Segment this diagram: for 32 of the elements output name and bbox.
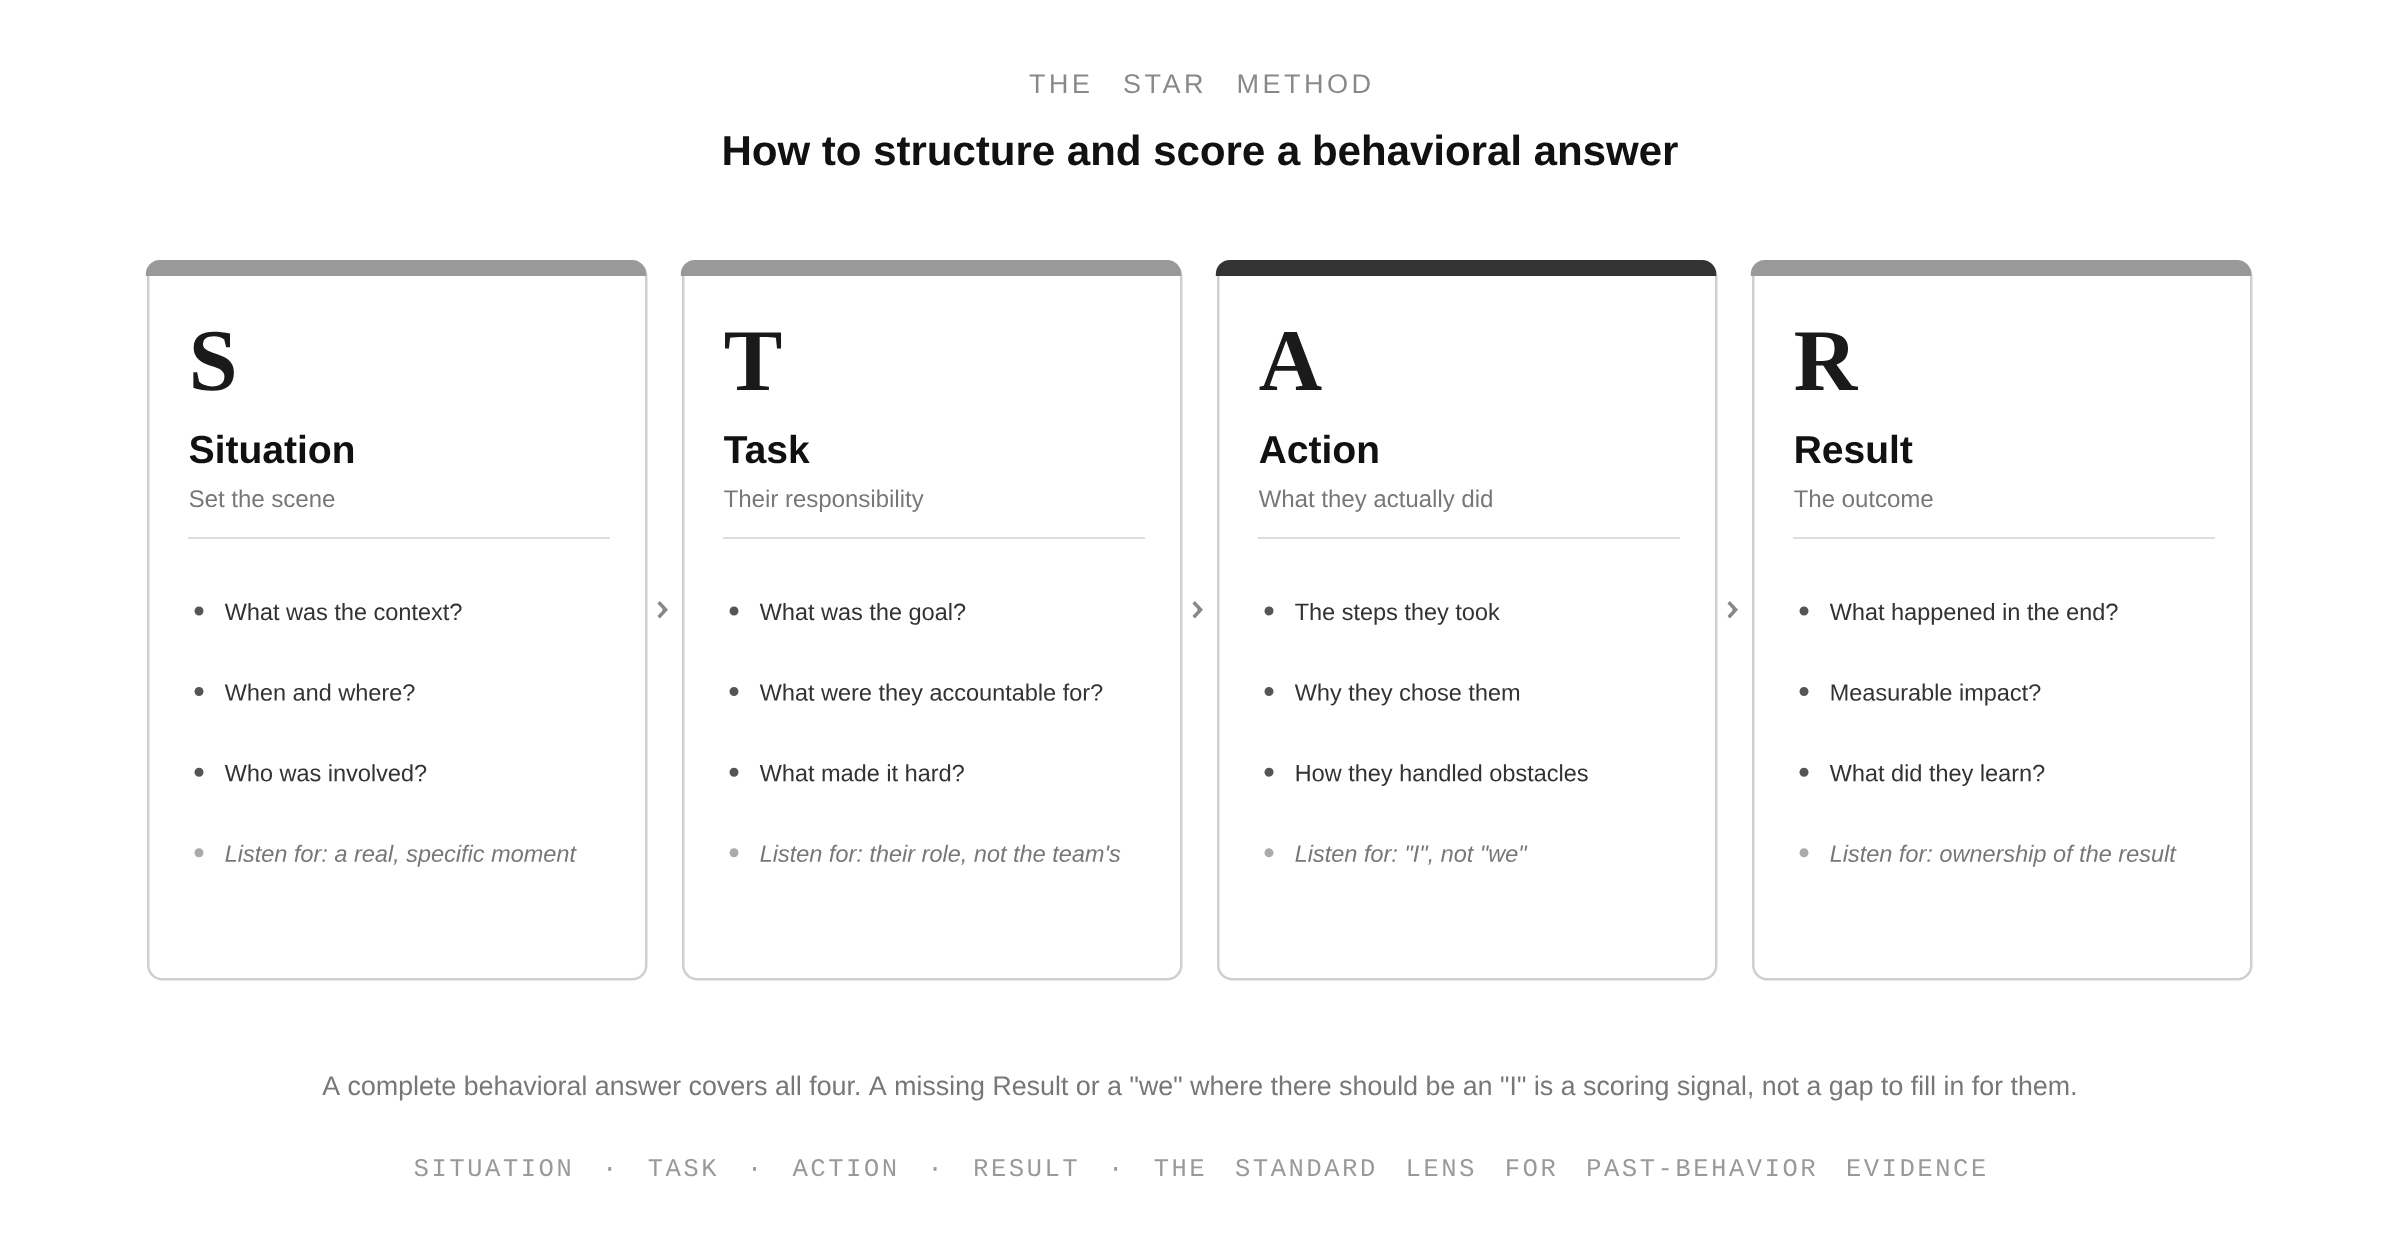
- list-item: What was the goal?: [759, 602, 966, 625]
- large-letter: T: [725, 332, 781, 390]
- note-text: Listen for: ownership of the result: [1830, 844, 2177, 867]
- list-item: Who was involved?: [224, 764, 427, 782]
- card-subtitle: What they actually did: [1258, 489, 1492, 512]
- large-letter: S: [193, 331, 234, 391]
- note-text: Listen for: "I", not "we": [1295, 844, 1528, 865]
- caption: A complete behavioral answer covers all four. A missing Result or a "we" where there should be an "I" is a scoring signal, not a gap to fill in for them.: [322, 1075, 2076, 1101]
- list-item: The steps they took: [1295, 602, 1500, 625]
- large-letter: R: [1795, 332, 1858, 390]
- list-item: What happened in the end?: [1829, 602, 2118, 625]
- list-item: What did they learn?: [1829, 764, 2045, 787]
- card-heading: Result: [1796, 434, 1913, 464]
- eyebrow-text: THE STAR METHOD: [1029, 74, 1370, 94]
- card-heading: Task: [724, 434, 810, 464]
- list-item: When and where?: [224, 683, 415, 701]
- card-subtitle: Set the scene: [189, 489, 335, 508]
- card-subtitle: Their responsibility: [724, 489, 924, 512]
- list-item: What made it hard?: [759, 764, 964, 782]
- card-heading: Situation: [189, 434, 354, 464]
- large-letter: A: [1259, 331, 1322, 390]
- card-subtitle: The outcome: [1794, 489, 1933, 508]
- list-item: Why they chose them: [1294, 683, 1520, 706]
- list-item: What was the context?: [224, 602, 462, 621]
- footer-note: SITUATION · TASK · ACTION · RESULT · THE STANDARD LENS FOR PAST-BEHAVIOR EVIDENCE: [414, 1158, 1985, 1177]
- card-heading: Action: [1259, 434, 1378, 464]
- list-item: How they handled obstacles: [1296, 764, 1588, 787]
- note-text: Listen for: their role, not the team's: [760, 844, 1121, 865]
- note-text: Listen for: a real, specific moment: [225, 844, 577, 867]
- title: How to structure and score a behavioral answer: [724, 134, 1678, 166]
- list-item: Measurable impact?: [1831, 683, 2041, 706]
- list-item: What were they accountable for?: [759, 683, 1103, 706]
